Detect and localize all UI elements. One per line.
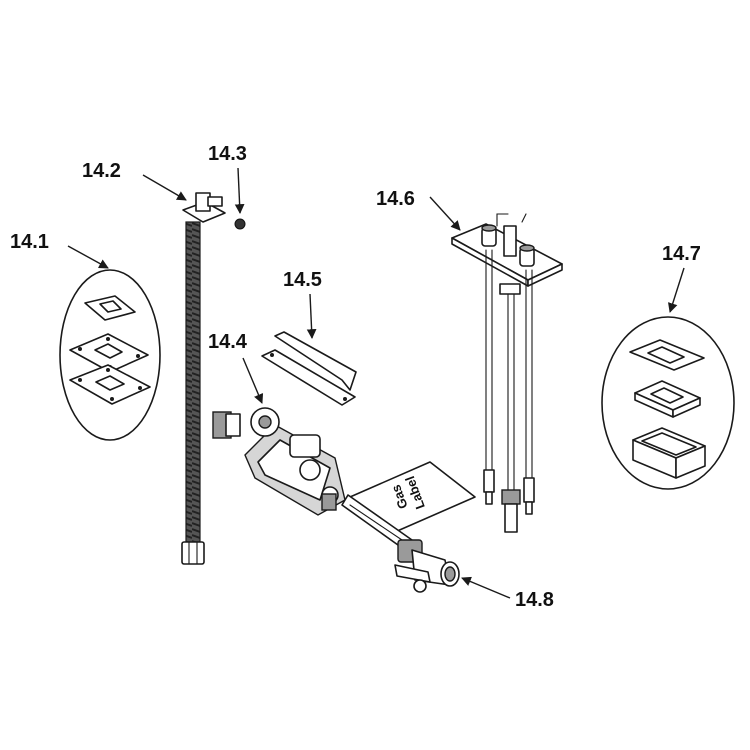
part-14-5-bracket: 14.5 — [261, 269, 357, 406]
flex-tube — [185, 221, 201, 543]
tube-nut — [501, 489, 521, 505]
part-14-6-pilot-assembly: 14.6 — [376, 188, 563, 533]
leader-14-7 — [668, 267, 685, 313]
regulator — [289, 434, 321, 458]
part-14-7-cover-set: 14.7 — [601, 243, 735, 490]
cover-box — [632, 427, 706, 479]
leader-14-8 — [461, 576, 511, 599]
label-14-3: 14.3 — [208, 143, 247, 165]
nut — [234, 218, 246, 230]
label-14-7: 14.7 — [662, 243, 701, 265]
leader-14-6 — [429, 196, 461, 231]
part-14-4-gas-valve: 14.4 — [208, 331, 346, 516]
terminal-1 — [483, 469, 495, 493]
cover-tray — [634, 380, 701, 418]
gasket-small — [84, 295, 136, 321]
label-14-1: 14.1 — [10, 231, 49, 253]
leader-14-3 — [234, 167, 245, 214]
label-14-4: 14.4 — [208, 331, 248, 353]
leader-14-2 — [142, 174, 187, 201]
shutoff-handle — [394, 564, 431, 583]
bracket-flange — [274, 331, 357, 391]
leader-14-4 — [242, 357, 264, 404]
part-14-1-gasket-set: 14.1 — [10, 231, 161, 441]
part-14-8-shutoff-valve: 14.8 — [394, 539, 554, 611]
gasket-large — [69, 364, 151, 405]
leader-14-5 — [306, 293, 317, 339]
flex-nut — [181, 541, 205, 565]
inlet-fitting — [212, 411, 241, 439]
label-14-8: 14.8 — [515, 589, 554, 611]
igniter-electrode — [503, 225, 517, 257]
gasket-medium — [69, 333, 149, 373]
leader-14-1 — [67, 245, 109, 269]
bracket-base — [261, 349, 356, 406]
terminal-2 — [523, 477, 535, 503]
part-14-2-flex-gas-line: 14.2 — [82, 160, 226, 565]
cover-plate — [629, 339, 705, 371]
label-14-5: 14.5 — [283, 269, 322, 291]
label-14-2: 14.2 — [82, 160, 121, 182]
part-14-3-nut: 14.3 — [208, 143, 247, 230]
label-14-6: 14.6 — [376, 188, 415, 210]
